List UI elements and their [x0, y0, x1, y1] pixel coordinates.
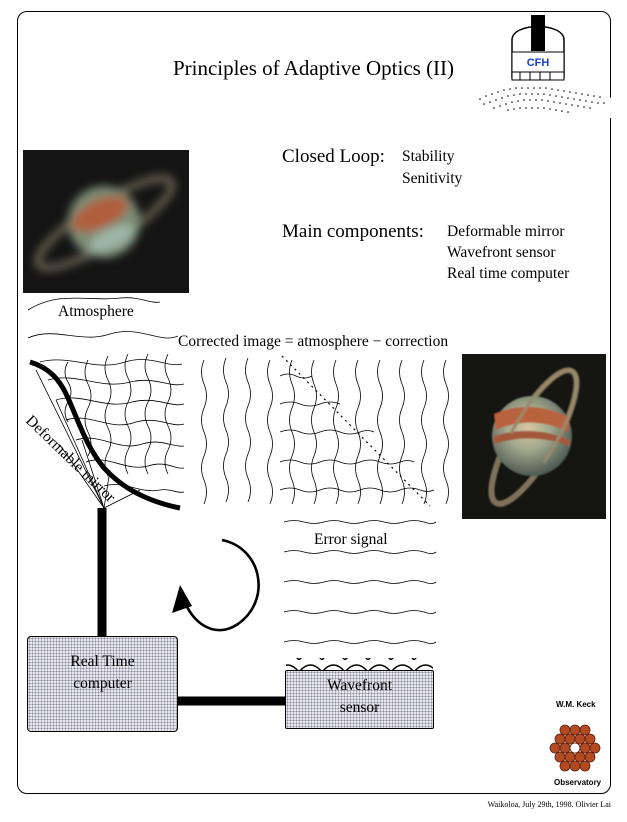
- blurred-planet-image: [23, 150, 189, 293]
- component-deformable-mirror: Deformable mirror: [447, 223, 565, 240]
- atmosphere-wavefronts: [27, 297, 185, 509]
- realtime-computer-label-line2: computer: [73, 675, 132, 692]
- error-signal-label: Error signal: [314, 531, 388, 548]
- wavefront-sensor-box: Wavefront sensor: [285, 670, 434, 729]
- keck-logo-top-text: W.M. Keck: [556, 700, 596, 709]
- realtime-computer-box: Real Time computer: [27, 636, 178, 732]
- loop-arrow-icon: [172, 538, 260, 632]
- cfh-observatory-logo: CFH: [474, 15, 612, 118]
- component-wavefront-sensor: Wavefront sensor: [447, 244, 556, 261]
- footer-credit: Waikoloa, July 29th, 1998. Olivier Lai: [487, 800, 611, 809]
- page-title: Principles of Adaptive Optics (II): [172, 56, 455, 80]
- wavefront-sensor-label-line1: Wavefront: [326, 677, 393, 694]
- closed-loop-item-sensitivity: Senitivity: [402, 170, 463, 187]
- slide-frame: [17, 11, 611, 794]
- cfh-logo-text: CFH: [527, 57, 550, 69]
- keck-logo-bottom-text: Observatory: [554, 778, 602, 787]
- closed-loop-heading: Closed Loop:: [282, 146, 385, 167]
- realtime-computer-label-line1: Real Time: [70, 653, 135, 670]
- main-components-heading: Main components:: [282, 221, 424, 242]
- closed-loop-item-stability: Stability: [402, 148, 455, 165]
- corrected-planet-image: [462, 354, 606, 519]
- keck-observatory-logo: [549, 724, 601, 772]
- component-realtime-computer: Real time computer: [447, 265, 570, 282]
- lenslet-array-icon: [286, 658, 433, 672]
- corrected-image-label: Corrected image = atmosphere − correctio…: [178, 333, 449, 350]
- deformable-mirror-surface: [29, 359, 181, 511]
- atmosphere-label: Atmosphere: [58, 303, 134, 320]
- corrected-wavefronts: [201, 357, 449, 644]
- correction-diagonal: [281, 355, 431, 507]
- wavefront-sensor-label-line2: sensor: [339, 699, 380, 716]
